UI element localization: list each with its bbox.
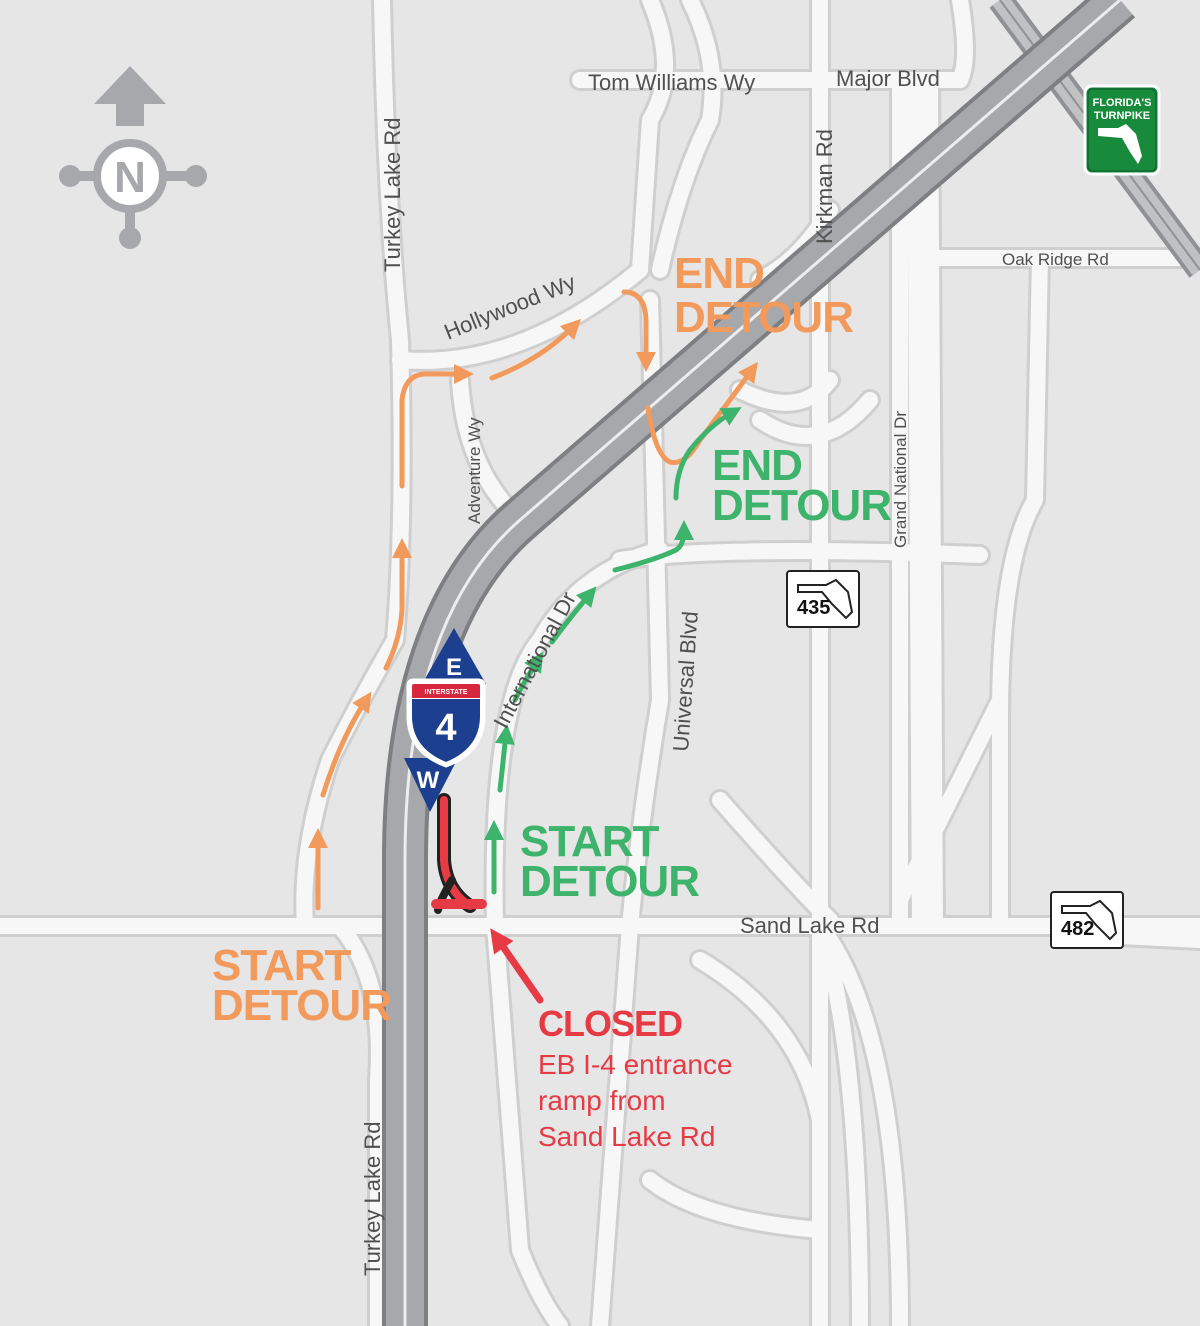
closed-ramp bbox=[431, 793, 544, 1004]
closed-heading: CLOSED bbox=[538, 1003, 682, 1044]
label-tom-williams-wy: Tom Williams Wy bbox=[588, 70, 755, 95]
orange-end-detour-line1: END bbox=[674, 249, 764, 298]
orange-start-detour-line2: DETOUR bbox=[212, 981, 391, 1030]
east-direction-label: E bbox=[446, 654, 462, 681]
green-start-detour-line1: START bbox=[520, 817, 660, 866]
closed-note-line3: Sand Lake Rd bbox=[538, 1121, 715, 1152]
green-end-detour-line2: DETOUR bbox=[712, 481, 891, 530]
sr-435-shield: 435 bbox=[786, 570, 860, 628]
closed-note-line1: EB I-4 entrance bbox=[538, 1049, 733, 1080]
compass-north-label: N bbox=[114, 153, 146, 202]
sr-482-shield: 482 bbox=[1050, 891, 1124, 949]
green-detour-route bbox=[484, 407, 742, 895]
orange-start-detour-line1: START bbox=[212, 941, 352, 990]
green-end-detour-line1: END bbox=[712, 441, 802, 490]
label-adventure-wy: Adventure Wy bbox=[465, 417, 484, 524]
west-arrow-icon bbox=[404, 758, 458, 812]
sr-482-number: 482 bbox=[1061, 918, 1094, 940]
green-start-detour-line2: DETOUR bbox=[520, 857, 699, 906]
label-grand-national-dr: Grand National Dr bbox=[891, 411, 910, 548]
label-major-blvd: Major Blvd bbox=[836, 66, 940, 91]
north-compass-icon: N bbox=[59, 66, 207, 249]
interstate-4-shield: E W INTERSTATE 4 bbox=[404, 628, 486, 812]
interstate-number: 4 bbox=[435, 707, 456, 749]
label-sand-lake-rd: Sand Lake Rd bbox=[740, 913, 879, 938]
label-turkey-lake-rd-south: Turkey Lake Rd bbox=[360, 1122, 385, 1276]
closed-note-line2: ramp from bbox=[538, 1085, 666, 1116]
label-oak-ridge-rd: Oak Ridge Rd bbox=[1002, 250, 1109, 269]
florida-outline-icon bbox=[1098, 124, 1142, 164]
label-kirkman-rd: Kirkman Rd bbox=[812, 129, 837, 244]
closed-arrow bbox=[490, 928, 544, 1004]
label-turkey-lake-rd-north: Turkey Lake Rd bbox=[380, 118, 405, 272]
orange-end-detour-line2: DETOUR bbox=[674, 293, 853, 342]
turnpike-line-2: TURNPIKE bbox=[1094, 110, 1150, 122]
sr-435-number: 435 bbox=[797, 597, 830, 619]
interstate-4-road bbox=[382, 0, 1136, 1326]
interstate-label: INTERSTATE bbox=[425, 689, 468, 696]
turnpike-line-1: FLORIDA'S bbox=[1093, 97, 1152, 109]
east-arrow-icon bbox=[422, 628, 486, 684]
west-direction-label: W bbox=[417, 767, 440, 794]
florida-turnpike-sign: FLORIDA'S TURNPIKE bbox=[1083, 84, 1161, 176]
